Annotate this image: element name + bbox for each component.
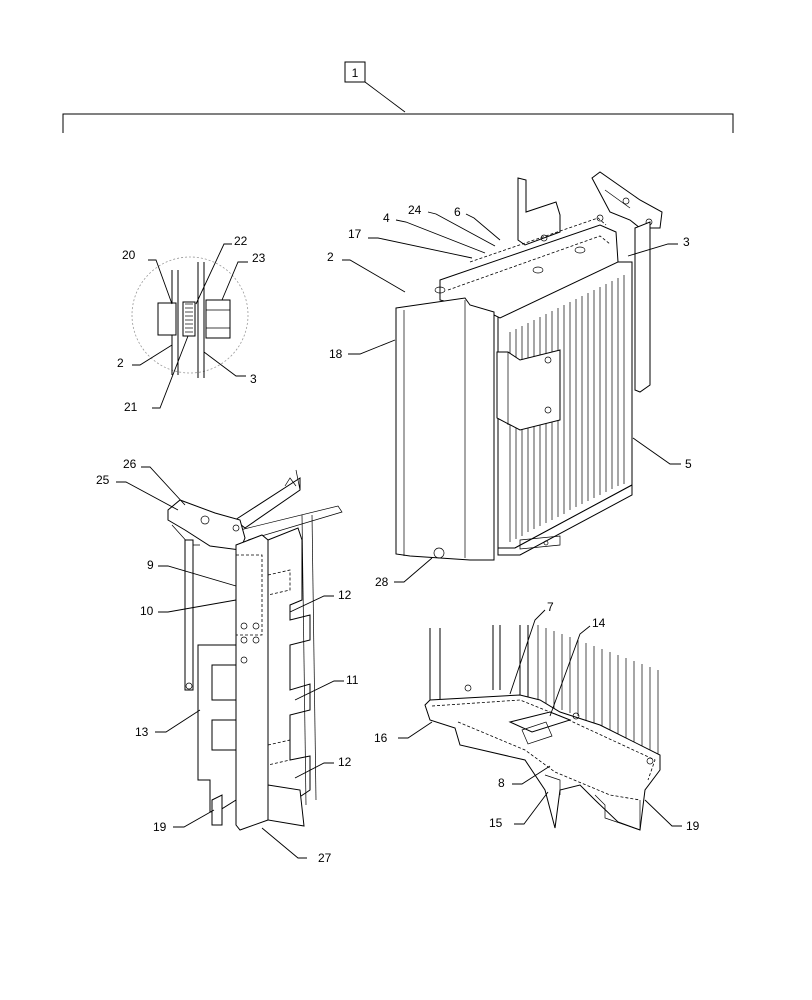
callout-9: 9 xyxy=(147,558,154,572)
callout-16: 16 xyxy=(374,731,388,745)
callout-13: 13 xyxy=(135,725,149,739)
callout-11: 11 xyxy=(346,673,359,687)
callout-22: 22 xyxy=(234,234,248,248)
callout-21: 21 xyxy=(124,400,138,414)
callout-19-right: 19 xyxy=(686,819,700,833)
callout-26: 26 xyxy=(123,457,137,471)
callout-2: 2 xyxy=(117,356,124,370)
callout-20: 20 xyxy=(122,248,136,262)
callout-17: 17 xyxy=(348,227,362,241)
callout-14: 14 xyxy=(592,616,606,630)
cooler-assembly xyxy=(395,171,663,561)
callout-24: 24 xyxy=(408,203,422,217)
shroud-panel xyxy=(395,297,495,561)
callout-8: 8 xyxy=(498,776,505,790)
detail-view-fastener xyxy=(131,256,249,378)
callout-7: 7 xyxy=(547,600,554,614)
callout-12-lower: 12 xyxy=(338,755,352,769)
callout-15: 15 xyxy=(489,816,503,830)
assembly-callout: 1 xyxy=(62,61,734,133)
callout-5: 5 xyxy=(685,457,692,471)
assembly-label: 1 xyxy=(352,66,359,80)
callout-labels: 20 22 23 2 21 3 17 4 24 6 2 3 18 5 28 26… xyxy=(96,203,700,865)
assembly-label-box xyxy=(344,61,366,83)
callout-18: 18 xyxy=(329,347,343,361)
callout-3: 3 xyxy=(250,372,257,386)
callout-25: 25 xyxy=(96,473,110,487)
callout-4: 4 xyxy=(383,211,390,225)
leader-lines xyxy=(116,211,682,859)
callout-2-cooler: 2 xyxy=(327,250,334,264)
lower-mount-detail xyxy=(424,625,661,831)
callout-27: 27 xyxy=(318,851,332,865)
lower-fins xyxy=(537,625,659,762)
callout-10: 10 xyxy=(140,604,154,618)
callout-12-upper: 12 xyxy=(338,588,352,602)
callout-3-cooler: 3 xyxy=(683,235,690,249)
side-bracket-assembly xyxy=(167,469,343,831)
callout-28: 28 xyxy=(375,575,389,589)
callout-19-left: 19 xyxy=(153,820,167,834)
assembly-brace xyxy=(62,113,734,133)
callout-23: 23 xyxy=(252,251,266,265)
callout-6: 6 xyxy=(454,205,461,219)
